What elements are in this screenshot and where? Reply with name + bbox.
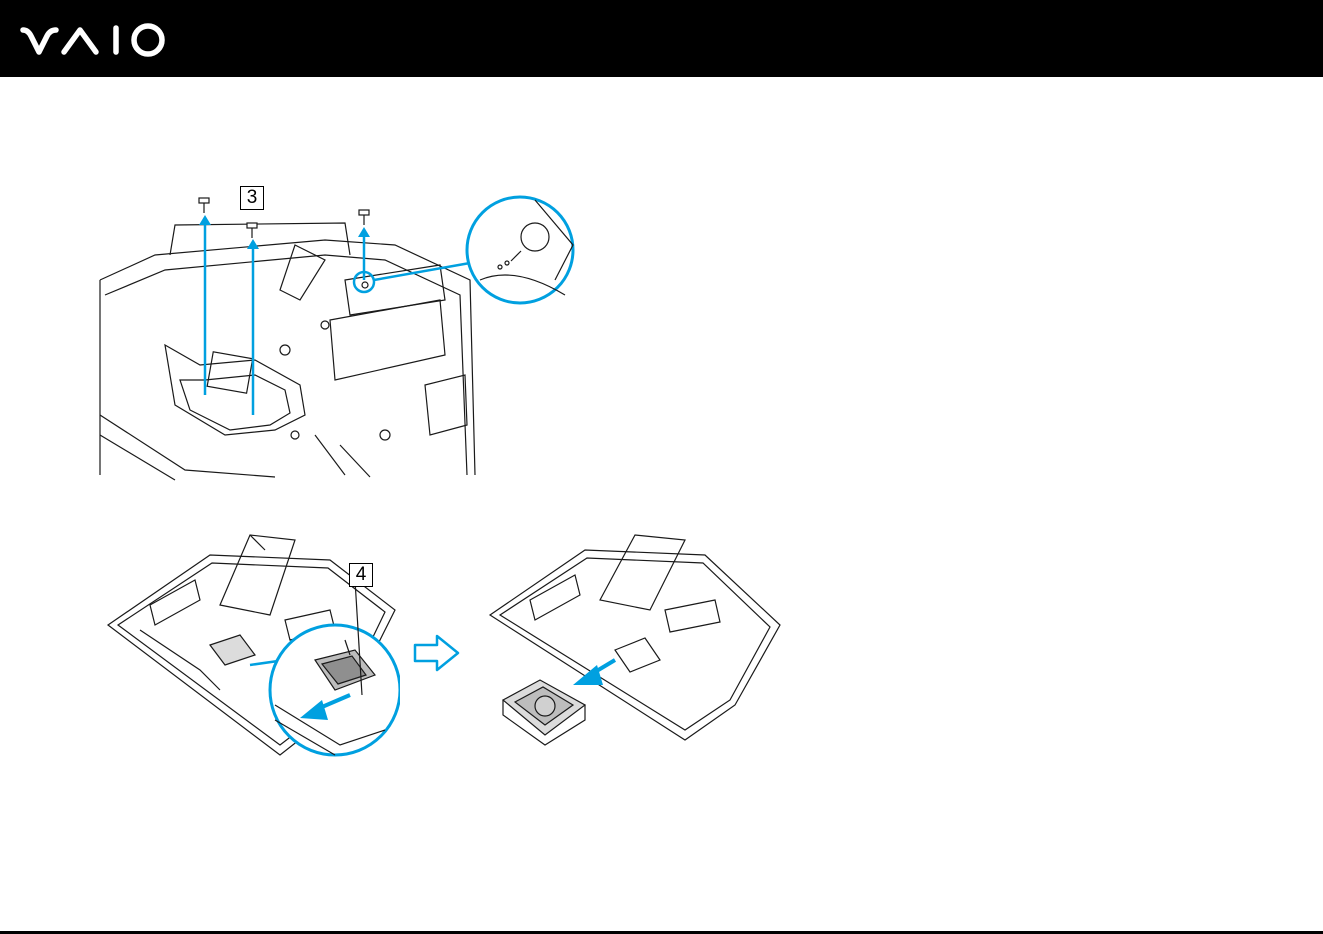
header-bar: [0, 0, 1323, 77]
next-step-arrow-icon: [412, 633, 462, 673]
figure-remove-screws: [95, 185, 595, 485]
figure-drive-removed: [485, 530, 785, 765]
step-3-label: 3: [240, 186, 264, 210]
step-4-label: 4: [349, 563, 373, 587]
vaio-logo-icon: [20, 22, 170, 58]
